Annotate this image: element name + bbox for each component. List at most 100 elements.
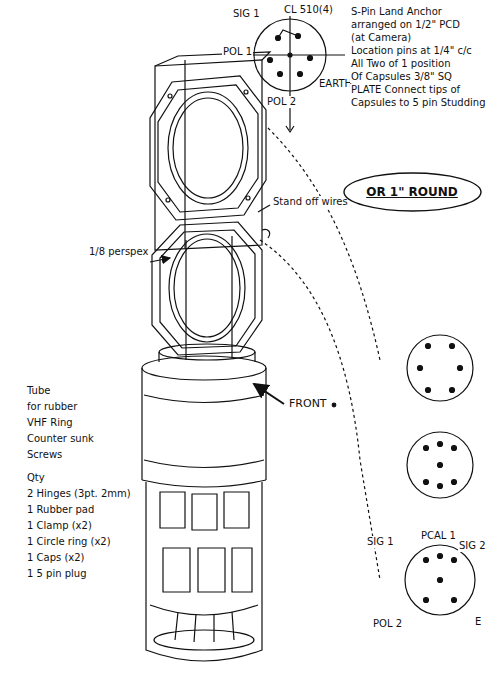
drawing-stroke — [174, 239, 240, 337]
drawing-stroke — [288, 53, 292, 57]
note: Of Capsules 3/8" SQ — [350, 71, 453, 83]
parts-list-item: for rubber — [26, 401, 78, 413]
drawing-stroke — [150, 76, 266, 220]
parts-list-item: 1 Rubber pad — [26, 504, 95, 516]
drawing-stroke — [452, 446, 457, 451]
drawing-stroke — [158, 85, 258, 212]
drawing-stroke — [278, 30, 298, 38]
pin-label: E — [474, 616, 482, 628]
drawing-stroke — [144, 395, 264, 468]
parts-list-item: Screws — [26, 449, 63, 461]
note: Location pins at 1/4" c/c — [350, 45, 473, 57]
upper-capsule — [150, 52, 270, 250]
parts-list-item: 1 Circle ring (x2) — [26, 536, 112, 548]
drawing-stroke — [166, 198, 170, 202]
note: (at Camera) — [350, 32, 412, 44]
drawing-stroke — [426, 344, 431, 349]
part-label: Stand off wires — [272, 196, 349, 208]
parts-list-item: Tube — [26, 385, 51, 397]
drawing-stroke — [424, 480, 429, 485]
drawing-stroke — [154, 630, 254, 650]
drawing-stroke — [418, 366, 423, 371]
circle-outline-shape — [344, 173, 481, 211]
drawing-stroke — [452, 598, 457, 603]
wires-leader — [258, 205, 270, 212]
drawing-stroke — [142, 368, 266, 480]
pin-label: SIG 1 — [366, 536, 395, 548]
drawing-stroke — [146, 482, 262, 661]
front-dot — [332, 403, 336, 407]
drawing-stroke — [169, 234, 245, 342]
dotted-leaders — [260, 128, 380, 580]
drawing-stroke — [458, 366, 463, 371]
drawing-stroke — [160, 230, 255, 348]
drawing-stroke — [424, 598, 429, 603]
pin-circle-1 — [407, 335, 473, 401]
drawing-stroke — [254, 19, 326, 91]
drawing-stroke — [438, 578, 443, 583]
drawing-stroke — [184, 60, 185, 248]
drawing-stroke — [298, 72, 303, 77]
parts-list-item: Counter sunk — [26, 433, 95, 445]
pin-circle-2 — [407, 432, 473, 498]
drawing-stroke — [407, 335, 473, 401]
note: Capsules to 5 pin Studding — [350, 97, 487, 109]
drawing-stroke — [173, 98, 243, 198]
drawing-stroke — [278, 72, 283, 77]
drawing-stroke — [168, 92, 248, 204]
drawing-stroke — [246, 196, 250, 200]
circled-note: OR 1" ROUND — [342, 171, 483, 213]
drawing-stroke — [452, 480, 457, 485]
body-tube — [142, 356, 266, 487]
parts-list-item: VHF Ring — [26, 417, 74, 429]
drawing-stroke — [262, 229, 270, 238]
part-label: 1/8 perspex — [88, 246, 149, 258]
parts-list-item: Qty — [26, 472, 46, 484]
drawing-stroke — [163, 548, 252, 592]
lower-cage — [146, 482, 262, 661]
note: S-Pin Land Anchor — [350, 6, 443, 18]
drawing-stroke — [286, 126, 294, 132]
pin-label: PCAL 1 — [420, 530, 457, 542]
drawing-stroke — [308, 56, 313, 61]
drawing-stroke — [424, 558, 429, 563]
drawing-stroke — [268, 128, 380, 360]
parts-list-item: 1 Caps (x2) — [26, 552, 85, 564]
drawing-stroke — [450, 344, 455, 349]
drawing-stroke — [438, 442, 443, 447]
drawing-stroke — [438, 463, 443, 468]
drawing-stroke — [405, 545, 475, 615]
parts-list-item: 2 Hinges (3pt. 2mm) — [26, 488, 132, 500]
parts-list-item: 1 Clamp (x2) — [26, 520, 93, 532]
drawing-stroke — [152, 222, 262, 355]
drawing-stroke — [260, 240, 380, 580]
part-number: CL 510(4) — [283, 4, 334, 16]
drawing-stroke — [142, 356, 266, 380]
drawing-stroke — [155, 60, 262, 250]
drawing-stroke — [426, 388, 431, 393]
pin-label: SIG 2 — [458, 540, 487, 552]
pin-label: SIG 1 — [232, 8, 261, 20]
drawing-stroke — [244, 90, 248, 94]
pin-label: EARTH — [318, 78, 353, 90]
drawing-stroke — [289, 10, 290, 130]
drawing-stroke — [160, 492, 249, 530]
drawing-stroke — [438, 484, 443, 489]
connector-ring — [159, 344, 255, 362]
top-pin-layout — [240, 10, 345, 132]
note-text: OR 1" ROUND — [366, 185, 458, 199]
drawing-stroke — [438, 554, 443, 559]
direction-label: FRONT — [288, 398, 328, 410]
drawing-stroke — [150, 605, 258, 615]
pin-label: POL 1 — [222, 46, 253, 58]
drawing-stroke — [407, 432, 473, 498]
note: All Two of 1 position — [350, 58, 451, 70]
drawing-stroke — [450, 388, 455, 393]
perspex-leader — [150, 258, 170, 262]
drawing-stroke — [185, 240, 186, 360]
drawing-stroke — [424, 446, 429, 451]
pin-label: POL 2 — [372, 618, 403, 630]
lower-capsule — [152, 222, 270, 360]
drawing-stroke — [231, 236, 232, 358]
parts-list-item: 1 5 pin plug — [26, 568, 88, 580]
